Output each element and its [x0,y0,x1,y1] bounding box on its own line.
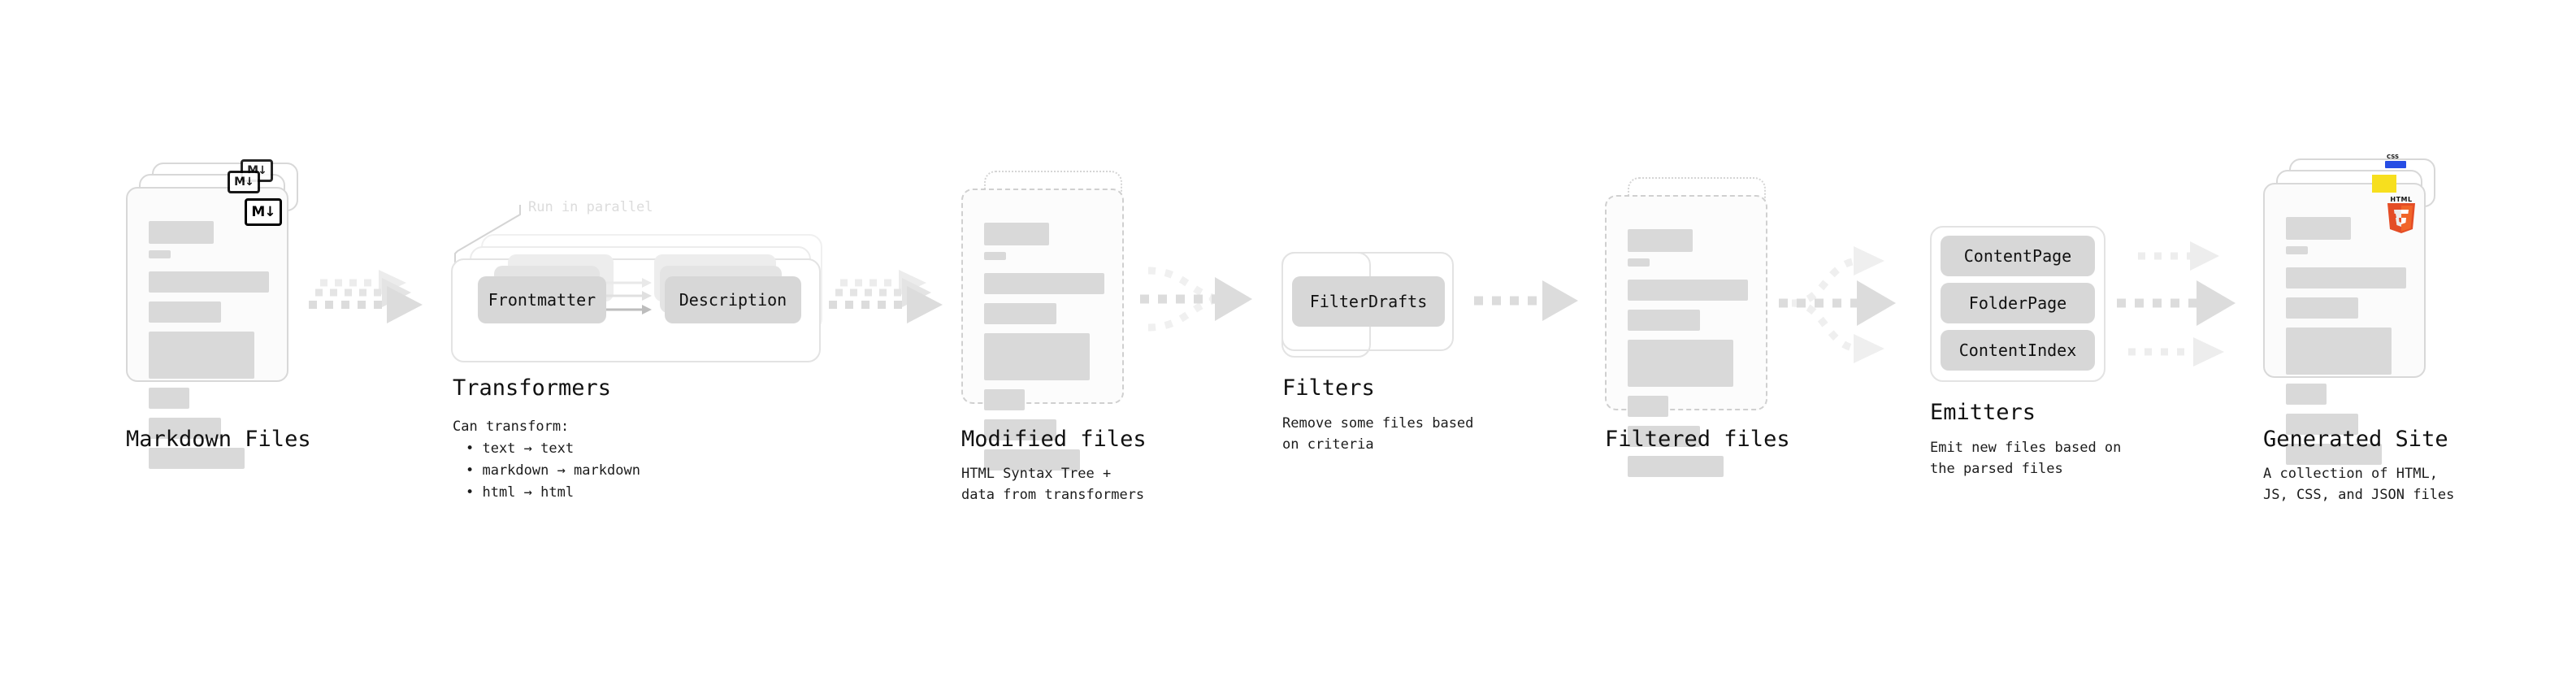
arrow-markdown-to-transformers [309,270,423,323]
arrow-filtered-to-emitters [1779,246,1896,363]
html5-icon: HTML [2385,196,2418,233]
generated-site-skeleton [2286,217,2406,474]
skeleton-line [2286,297,2358,319]
markdown-files-title: Markdown Files [126,427,311,452]
skeleton-line [149,271,269,293]
transformer-chip-frontmatter[interactable]: Frontmatter [478,276,606,323]
modified-file-skeleton [984,223,1104,479]
skeleton-line [1628,340,1734,387]
skeleton-line [1628,229,1693,252]
css3-label: CSS [2387,154,2400,160]
transformer-chip-description[interactable]: Description [665,276,801,323]
filters-chip-filterdrafts[interactable]: FilterDrafts [1292,276,1445,327]
generated-site-subtitle: A collection of HTML, JS, CSS, and JSON … [2263,466,2455,504]
css3-icon: CSS [2385,154,2406,168]
skeleton-line [1628,310,1700,331]
skeleton-line [149,448,245,469]
skeleton-line [984,389,1026,410]
filters-title: Filters [1282,375,1375,401]
transformers-bullet-1: • markdown → markdown [466,462,640,479]
skeleton-line [984,223,1049,245]
skeleton-line [149,250,171,258]
arrow-filters-to-filtered [1474,280,1578,321]
skeleton-line [984,419,1056,440]
run-in-parallel-note: Run in parallel [528,199,653,215]
markdown-file-card-front [126,187,288,469]
modified-files-stack [961,171,1140,471]
skeleton-line [1628,456,1724,477]
filtered-file-skeleton [1628,229,1748,486]
skeleton-line [2286,267,2406,288]
arrow-emitters-to-site [2117,241,2236,367]
skeleton-line [149,301,221,323]
markdown-files-stack: M↓ M↓ M↓ [126,159,313,469]
emitters-chip-folderpage[interactable]: FolderPage [1941,283,2095,323]
skeleton-line [984,303,1056,324]
skeleton-line [1628,426,1700,447]
javascript-icon [2372,175,2396,193]
transformers-bullet-2: • html → html [466,484,575,501]
filters-group-frame [1281,252,1454,351]
html5-wordmark: HTML [2390,196,2413,203]
transformer-inner-arrows [606,278,652,314]
emitters-title: Emitters [1930,400,2036,425]
transformers-bullet-0: • text → text [466,440,575,457]
skeleton-line [2286,327,2392,375]
markdown-file-skeleton [149,221,269,478]
skeleton-line [984,449,1081,471]
generated-site-title: Generated Site [2263,427,2448,452]
filtered-files-stack [1605,177,1784,477]
skeleton-line [149,332,255,379]
markdown-icon-front: M↓ [245,198,282,226]
generated-site-card-front [2263,183,2426,465]
skeleton-line [2286,444,2383,465]
emitters-subtitle: Emit new files based on the parsed files [1930,440,2122,478]
css3-bar: CSS [2385,154,2406,168]
skeleton-line [1628,396,1669,417]
skeleton-line [984,333,1091,380]
markdown-icon-mid: M↓ [228,171,260,193]
skeleton-line [2286,217,2351,240]
filters-subtitle: Remove some files based on criteria [1282,415,1474,453]
skeleton-line [1628,258,1650,267]
filtered-files-title: Filtered files [1605,427,1790,452]
generated-site-stack: CSS HTML [2263,154,2450,465]
modified-files-subtitle: HTML Syntax Tree + data from transformer… [961,466,1145,504]
transformers-title: Transformers [453,375,612,401]
emitters-chip-contentindex[interactable]: ContentIndex [1941,330,2095,371]
skeleton-line [2286,414,2358,435]
emitters-chip-contentpage[interactable]: ContentPage [1941,236,2095,276]
modified-file-card-front [961,189,1124,471]
skeleton-line [149,418,221,439]
filtered-file-card-front [1605,195,1767,477]
skeleton-line [984,252,1006,260]
skeleton-line [149,221,214,244]
arrow-transformers-to-modified [829,270,943,323]
skeleton-line [2286,246,2308,254]
arrow-modified-to-filters [1140,267,1252,332]
skeleton-line [2286,384,2327,405]
skeleton-line [984,273,1104,294]
skeleton-line [149,388,190,409]
transformers-subtitle: Can transform: [453,419,570,435]
modified-files-title: Modified files [961,427,1147,452]
skeleton-line [1628,280,1748,301]
